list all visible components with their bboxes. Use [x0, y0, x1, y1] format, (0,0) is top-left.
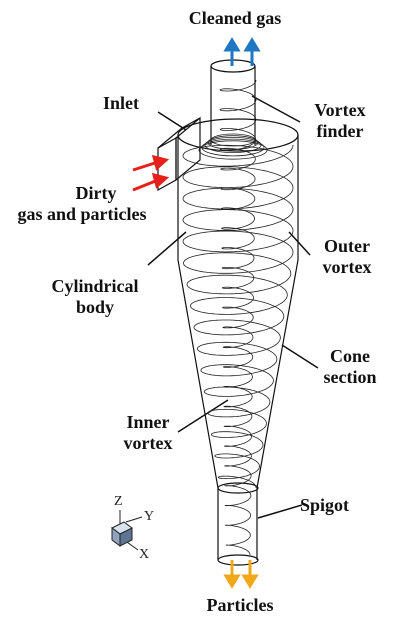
dirty-gas-line2: gas and particles	[2, 204, 162, 225]
inner-vortex-line1: Inner	[113, 412, 183, 433]
outer-vortex-spiral	[183, 145, 293, 488]
inner-vortex-line2: vortex	[113, 433, 183, 454]
particles-label: Particles	[190, 595, 290, 616]
cleaned-gas-label: Cleaned gas	[185, 8, 285, 29]
cone-section-line1: Cone	[315, 346, 385, 367]
cylindrical-body-line1: Cylindrical	[40, 276, 150, 297]
cleaned-gas-arrows	[226, 40, 258, 66]
particle-arrows	[226, 560, 256, 586]
vortex-finder-line2: finder	[305, 121, 375, 142]
inlet-label: Inlet	[103, 93, 139, 114]
inner-vortex-label: Inner vortex	[113, 412, 183, 454]
cone-shape	[178, 260, 298, 493]
vortex-finder-label: Vortex finder	[305, 100, 375, 142]
cylindrical-body-shape	[178, 119, 298, 260]
dirty-gas-line1: Dirty	[2, 183, 162, 204]
cone-section-line2: section	[315, 367, 385, 388]
cone-section-label: Cone section	[315, 346, 385, 388]
axis-y-label: Y	[144, 510, 154, 524]
axis-z-label: Z	[114, 495, 123, 509]
vortex-finder-line1: Vortex	[305, 100, 375, 121]
outer-vortex-label: Outer vortex	[312, 236, 382, 278]
cylindrical-body-line2: body	[40, 297, 150, 318]
spigot-label: Spigot	[300, 495, 349, 516]
cylindrical-body-label: Cylindrical body	[40, 276, 150, 318]
outer-vortex-line2: vortex	[312, 257, 382, 278]
axis-triad	[112, 510, 142, 550]
axis-x-label: X	[139, 548, 149, 562]
outer-vortex-line1: Outer	[312, 236, 382, 257]
dirty-gas-label: Dirty gas and particles	[2, 183, 162, 225]
